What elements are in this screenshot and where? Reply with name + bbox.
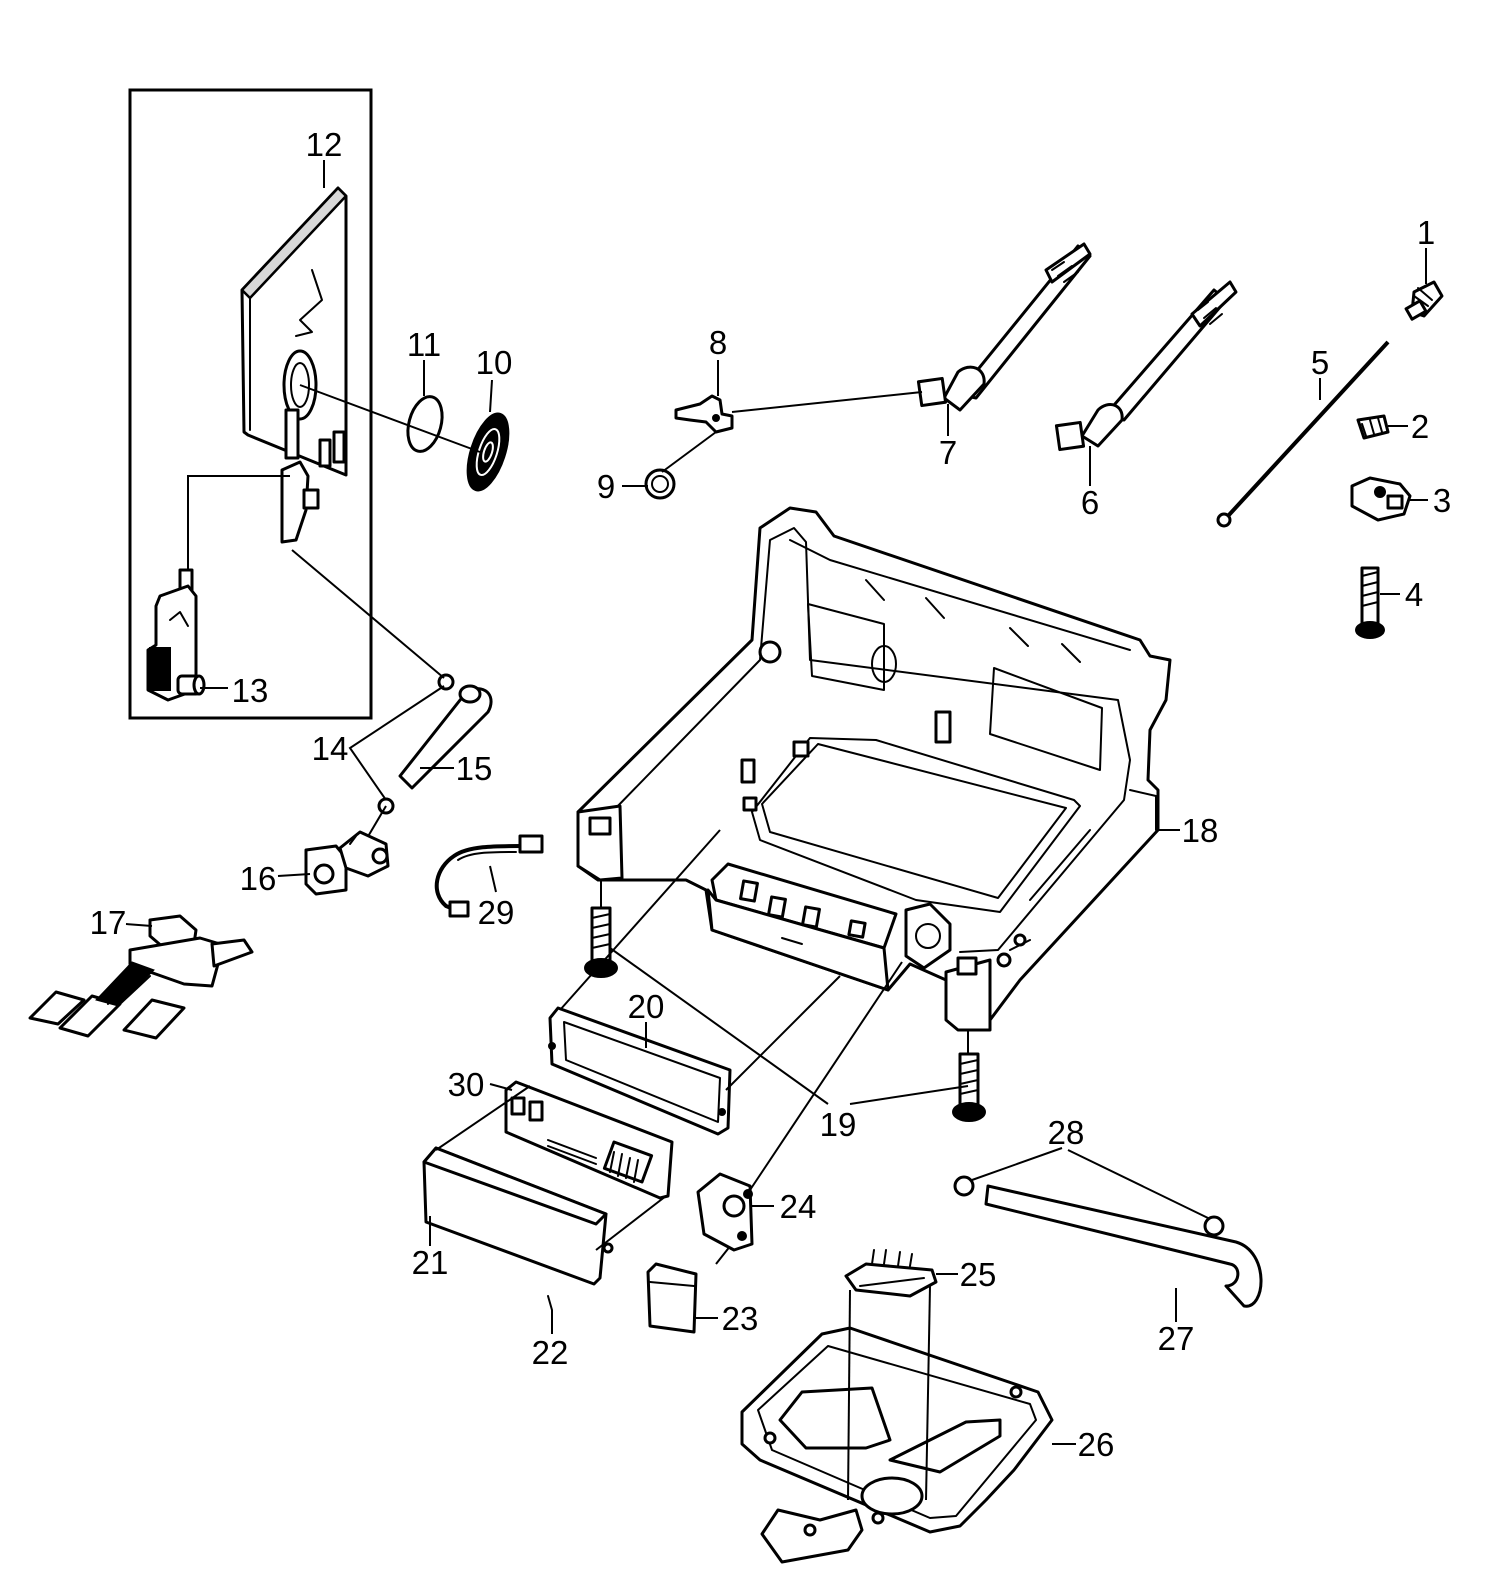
callout-10: 10	[476, 344, 513, 381]
part-15-hose	[398, 684, 493, 790]
callout-26: 26	[1078, 1426, 1115, 1463]
part-23-cover	[646, 1262, 698, 1334]
callout-29: 29	[478, 894, 515, 931]
part-2-nut	[1356, 414, 1390, 440]
part-21-panel	[422, 1146, 614, 1286]
callout-21: 21	[412, 1244, 449, 1281]
part-24-junction-box	[696, 1172, 754, 1252]
callout-16: 16	[240, 860, 277, 897]
part-20-housing	[548, 1006, 732, 1136]
part-28-clamps	[953, 1147, 1225, 1237]
callout-3: 3	[1433, 482, 1451, 519]
part-11-o-ring	[406, 395, 444, 453]
callout-1: 1	[1417, 214, 1435, 251]
part-27-drain-hose	[984, 1184, 1263, 1308]
part-16-inlet-valve	[304, 830, 390, 896]
part-5-rod	[1216, 340, 1390, 528]
part-30-pcb	[504, 1080, 674, 1200]
callout-leaders	[125, 160, 1428, 1445]
leader-13-15	[291, 549, 445, 679]
callout-28: 28	[1048, 1114, 1085, 1151]
callout-15: 15	[456, 750, 493, 787]
part-18-base	[576, 506, 1172, 1032]
callout-30: 30	[448, 1066, 485, 1103]
callout-24: 24	[780, 1188, 817, 1225]
callout-14: 14	[312, 730, 349, 767]
part-7-hose	[731, 242, 1092, 413]
callout-13: 13	[232, 672, 269, 709]
callout-7: 7	[939, 434, 957, 471]
part-12-door-panel	[240, 186, 348, 544]
part-19-legs	[584, 906, 986, 1122]
part-17-flat-cable	[28, 914, 254, 1040]
callout-27: 27	[1158, 1320, 1195, 1357]
callout-8: 8	[709, 324, 727, 361]
part-10-gear	[466, 412, 510, 492]
part-8-bracket	[674, 394, 734, 434]
leader-10-axis	[299, 384, 481, 453]
callout-23: 23	[722, 1300, 759, 1337]
callout-5: 5	[1311, 344, 1329, 381]
leader-12-13	[187, 475, 290, 570]
callout-4: 4	[1405, 576, 1423, 613]
callout-19: 19	[820, 1106, 857, 1143]
callout-11: 11	[407, 326, 441, 363]
part-1-fitting	[1404, 280, 1444, 321]
part-26-sump	[740, 1285, 1054, 1564]
leader-19-a	[609, 947, 829, 1105]
part-13-door-switch	[146, 568, 206, 702]
callout-12: 12	[306, 126, 343, 163]
callout-9: 9	[597, 468, 615, 505]
callout-18: 18	[1182, 812, 1219, 849]
callout-20: 20	[628, 988, 665, 1025]
part-22-screw	[547, 1295, 553, 1311]
assembly-leaders	[435, 829, 903, 1265]
inset-frame	[128, 88, 373, 720]
part-6-hose	[1054, 280, 1238, 452]
part-4-leg	[1355, 566, 1385, 639]
callout-labels: 1 2 3 4 5 6 7 8 9 10 11 12 13 14 15 16 1…	[90, 126, 1452, 1463]
part-25-heater	[844, 1249, 938, 1298]
part-29-wire-harness	[434, 834, 544, 918]
callout-2: 2	[1411, 408, 1429, 445]
callout-17: 17	[90, 904, 127, 941]
callout-25: 25	[960, 1256, 997, 1293]
part-3-switch	[1350, 476, 1412, 522]
leader-19-b	[849, 1085, 969, 1105]
callout-22: 22	[532, 1334, 569, 1371]
part-9-hose-clamp	[644, 431, 717, 500]
callout-6: 6	[1081, 484, 1099, 521]
